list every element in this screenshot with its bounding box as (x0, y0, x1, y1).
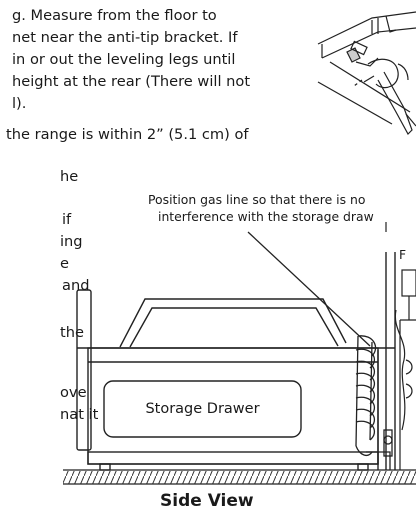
callout-right-fragment: F (399, 247, 407, 262)
storage-drawer-label: Storage Drawer (145, 401, 260, 417)
wrench-icon (317, 11, 416, 135)
gas-line-coil (247, 231, 393, 470)
floor (63, 469, 416, 485)
left-fragment-2: if (62, 211, 72, 228)
body-line-2: net near the anti-tip bracket. If (12, 29, 238, 46)
range-side-profile (76, 252, 396, 471)
body-line-4: height at the rear (There will not (12, 73, 251, 90)
left-fragment-4: e (60, 255, 69, 272)
body-line-6: the range is within 2” (5.1 cm) of (6, 126, 249, 143)
figure-title: Side View (160, 491, 254, 511)
left-fragment-8: nat it (60, 406, 99, 423)
wall-connection (385, 222, 416, 470)
left-fragment-6: the (60, 324, 84, 341)
callout-line-1: Position gas line so that there is no (148, 192, 366, 207)
left-fragment-1: he (60, 168, 79, 185)
callout-line-2: interference with the storage draw (158, 209, 374, 224)
left-fragment-7: ove (60, 384, 87, 401)
left-fragment-3: ing (60, 233, 83, 250)
body-line-5: l). (12, 95, 27, 112)
body-line-1: g. Measure from the floor to (12, 7, 217, 24)
body-line-3: in or out the leveling legs until (12, 51, 236, 68)
